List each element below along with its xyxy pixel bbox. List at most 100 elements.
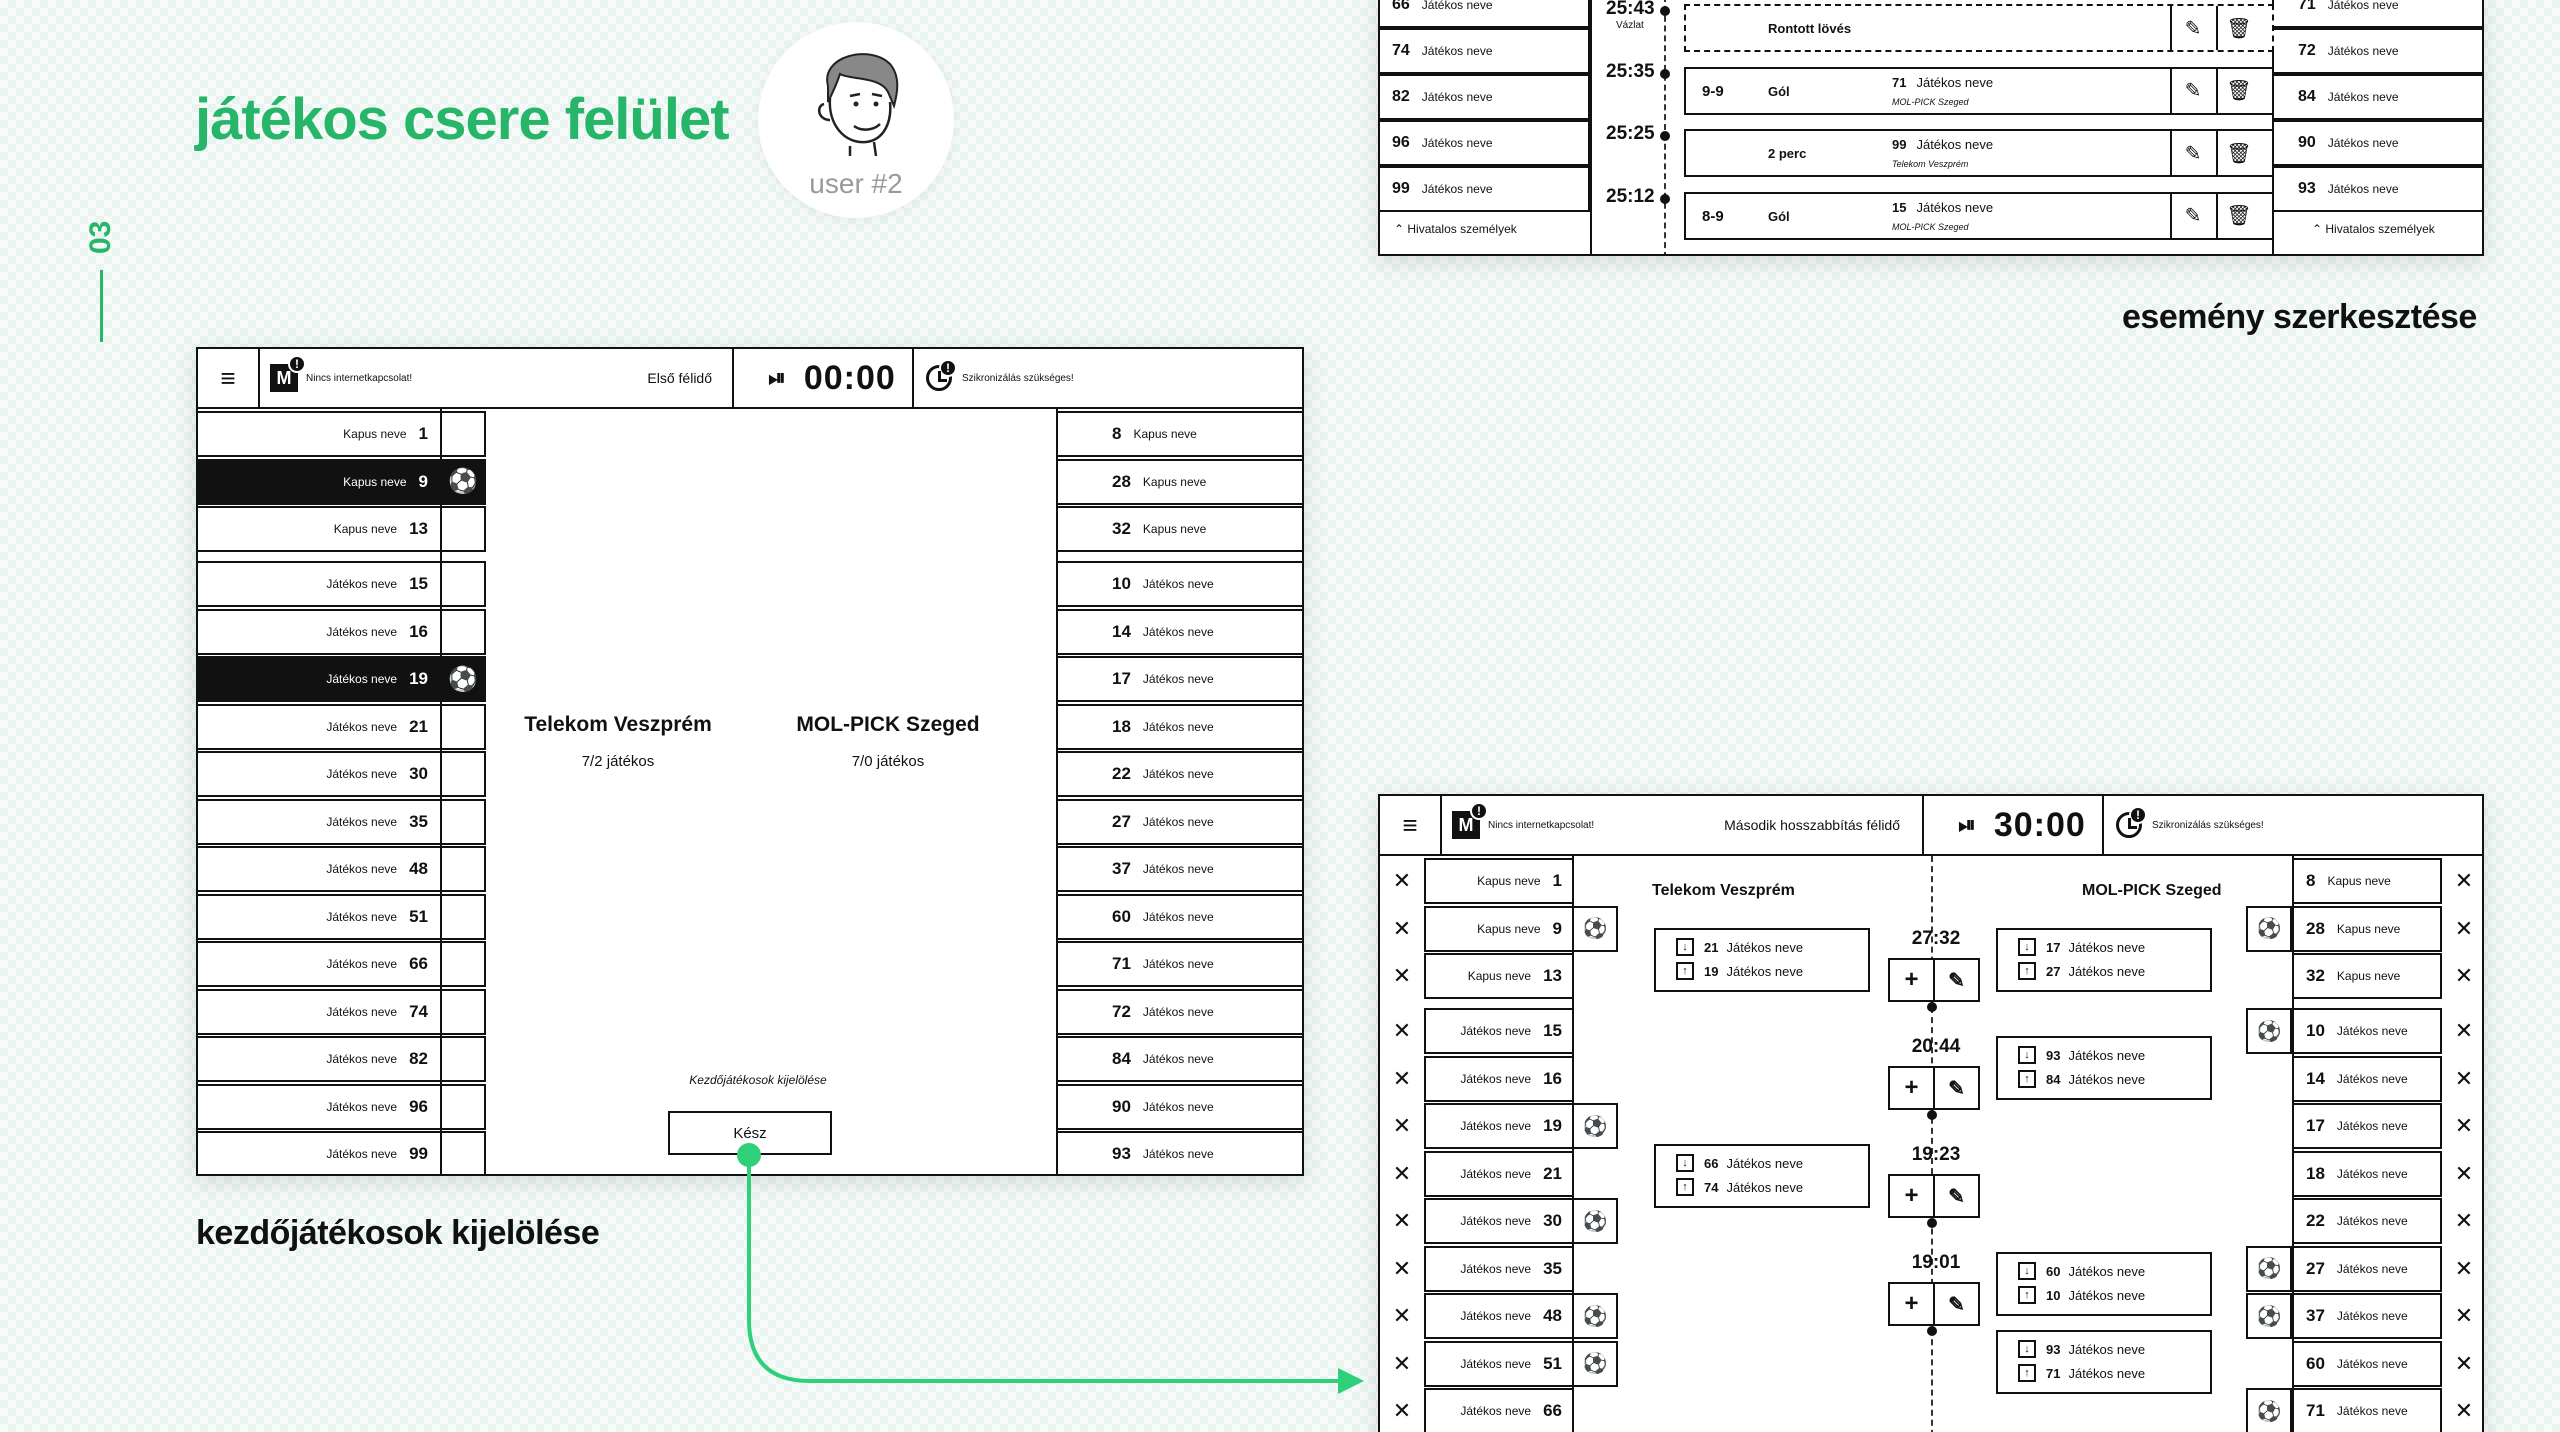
remove-button[interactable]: ✕ bbox=[2440, 1150, 2482, 1197]
ball-cell[interactable] bbox=[440, 506, 486, 552]
ball-cell[interactable]: ⚽ bbox=[1572, 1293, 1618, 1339]
ball-cell[interactable]: ⚽ bbox=[2246, 905, 2292, 952]
remove-button[interactable]: ✕ bbox=[2440, 1103, 2482, 1149]
remove-button[interactable]: ✕ bbox=[2440, 1293, 2482, 1339]
ball-cell[interactable]: ⚽ bbox=[2246, 1245, 2292, 1292]
play-pause-icon[interactable]: ⏯ bbox=[768, 365, 786, 390]
menu-button[interactable]: ≡ bbox=[1380, 796, 1442, 854]
ball-cell[interactable] bbox=[440, 1083, 486, 1130]
delete-button[interactable]: 🗑 bbox=[2216, 131, 2260, 175]
delete-button[interactable]: 🗑 bbox=[2216, 68, 2260, 113]
remove-button[interactable]: ✕ bbox=[2440, 1245, 2482, 1292]
ball-cell[interactable]: ⚽ bbox=[440, 656, 486, 702]
ball-cell[interactable] bbox=[440, 608, 486, 655]
ball-cell[interactable]: ⚽ bbox=[2246, 1388, 2292, 1432]
plus-icon[interactable]: + bbox=[1904, 1290, 1919, 1317]
remove-button[interactable]: ✕ bbox=[1380, 953, 1426, 999]
event-card[interactable]: Rontott lövés✎🗑 bbox=[1684, 4, 2274, 52]
ball-cell[interactable]: ⚽ bbox=[1572, 1340, 1618, 1387]
officials-toggle[interactable]: ⌃ Hivatalos személyek bbox=[2312, 222, 2435, 236]
plus-icon[interactable]: + bbox=[1904, 966, 1919, 993]
officials-toggle[interactable]: ⌃ Hivatalos személyek bbox=[1394, 222, 1517, 236]
ball-cell[interactable] bbox=[440, 1036, 486, 1082]
remove-button[interactable]: ✕ bbox=[1380, 858, 1426, 904]
ball-cell[interactable]: ⚽ bbox=[1572, 905, 1618, 952]
pencil-icon[interactable]: ✎ bbox=[1933, 1284, 1978, 1324]
plus-icon[interactable]: + bbox=[1904, 1182, 1919, 1209]
play-pause-icon[interactable]: ⏯ bbox=[1958, 812, 1976, 837]
ball-cell[interactable] bbox=[440, 1131, 486, 1174]
ball-cell[interactable] bbox=[440, 411, 486, 457]
remove-button[interactable]: ✕ bbox=[1380, 1245, 1426, 1292]
edit-button[interactable]: ✎ bbox=[2170, 193, 2214, 238]
ball-cell[interactable]: ⚽ bbox=[2246, 1293, 2292, 1339]
pencil-icon[interactable]: ✎ bbox=[1933, 1176, 1978, 1216]
remove-button[interactable]: ✕ bbox=[2440, 1388, 2482, 1432]
menu-button[interactable]: ≡ bbox=[198, 349, 260, 407]
delete-button[interactable]: 🗑 bbox=[2216, 6, 2260, 50]
remove-button[interactable]: ✕ bbox=[2440, 1008, 2482, 1054]
remove-button[interactable]: ✕ bbox=[1380, 1198, 1426, 1244]
edit-button[interactable]: ✎ bbox=[2170, 6, 2214, 50]
ball-cell[interactable] bbox=[440, 561, 486, 607]
remove-button[interactable]: ✕ bbox=[2440, 1340, 2482, 1387]
pencil-icon[interactable]: ✎ bbox=[1933, 960, 1978, 1000]
remove-button[interactable]: ✕ bbox=[2440, 905, 2482, 952]
ball-cell[interactable]: ⚽ bbox=[1572, 1198, 1618, 1244]
remove-button[interactable]: ✕ bbox=[1380, 1150, 1426, 1197]
remove-button[interactable]: ✕ bbox=[1380, 1103, 1426, 1149]
